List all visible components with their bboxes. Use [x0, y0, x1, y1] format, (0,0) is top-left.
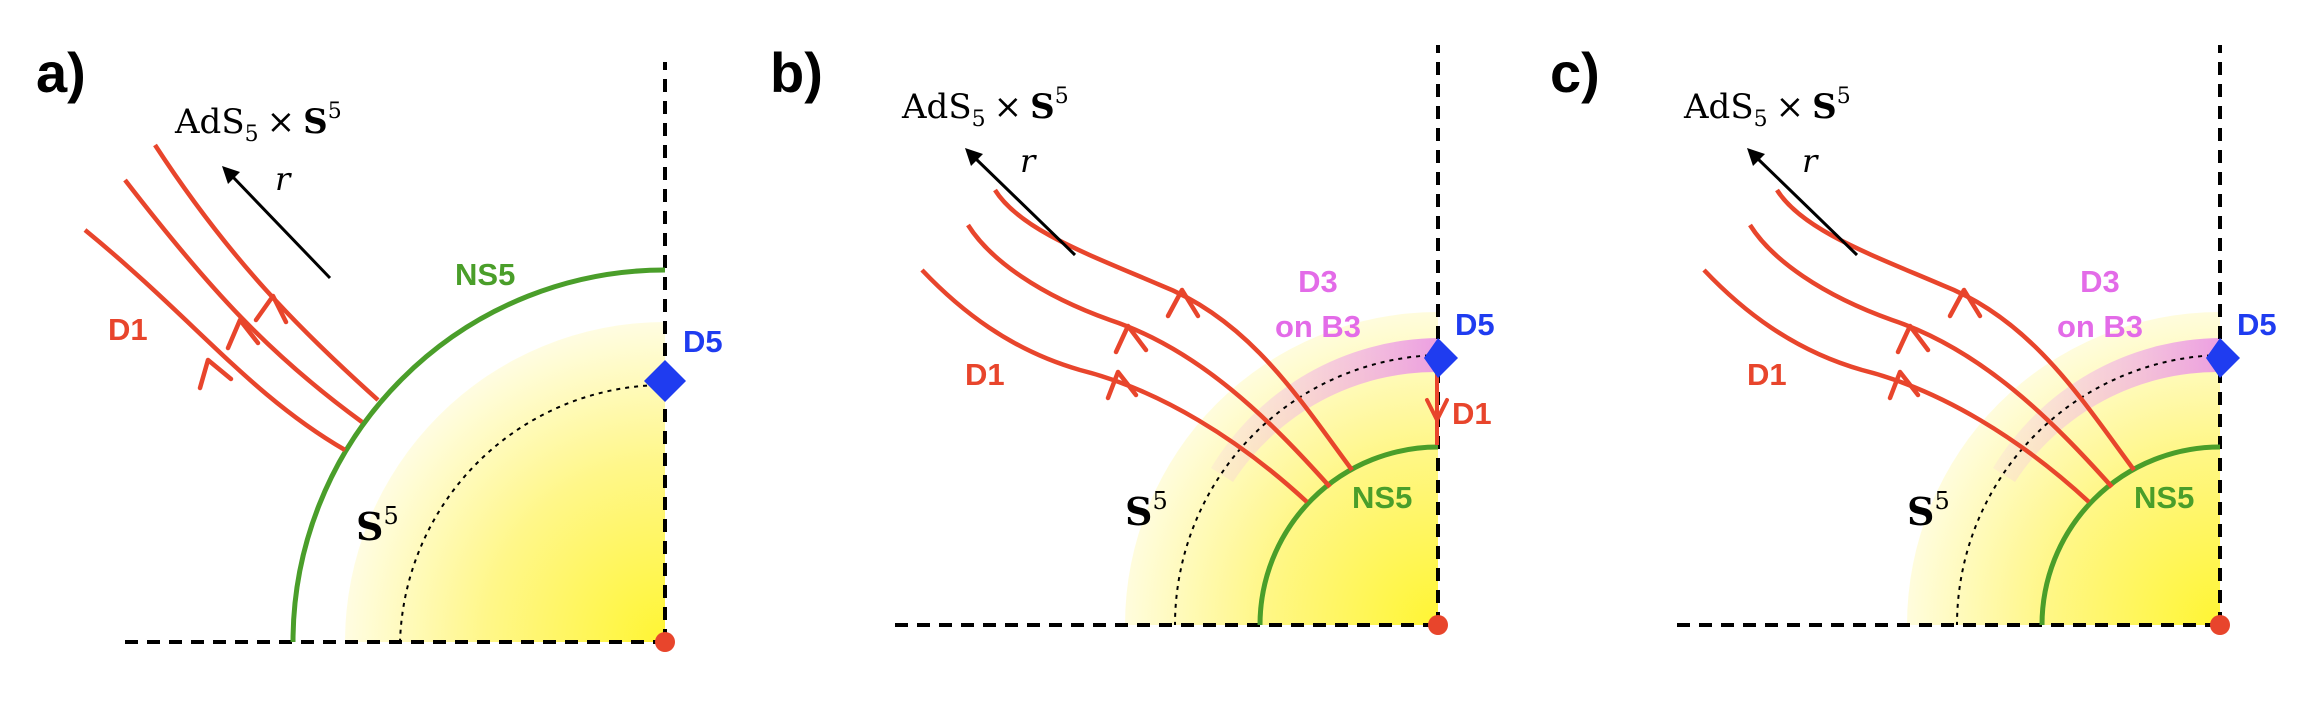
s5-label: S5: [1907, 487, 1950, 534]
r-label: r: [275, 160, 292, 198]
r-label: r: [1802, 142, 1819, 180]
d1-right-label: D1: [1452, 396, 1492, 431]
radial-arrow: [1755, 156, 1859, 257]
d1-string: [1748, 223, 2114, 489]
panel-c-letter: c): [1550, 41, 1600, 104]
d3-brane-band: [1993, 338, 2220, 482]
radial-arrow: [230, 174, 332, 280]
d1-vertical-arrowhead: [1425, 398, 1449, 425]
d1-string: [966, 223, 1332, 489]
d1-string: [1702, 268, 2091, 504]
d5-label: D5: [1455, 307, 1495, 342]
d1-arrowhead: [1105, 369, 1139, 401]
d1-label: D1: [1747, 357, 1787, 392]
d1-arrowhead: [1887, 369, 1921, 401]
ns5-label: NS5: [2134, 480, 2194, 515]
d1-arrowhead: [1895, 323, 1931, 355]
d1-string: [153, 143, 380, 402]
r-label: r: [1020, 142, 1037, 180]
d1-string: [1775, 188, 2136, 472]
d3-brane-band: [1211, 338, 1438, 482]
radial-arrow: [973, 156, 1077, 257]
ads5xs5-label: AdS5×S5: [901, 84, 1069, 132]
d1-arrowhead: [1113, 323, 1149, 355]
panel-c: c) AdS5×S5 r D1 NS5 D5 D3 on B3 S5: [1550, 41, 2277, 635]
s5-sphere-region: [1125, 312, 1438, 625]
s5-sphere-region: [345, 322, 665, 642]
ns5-label: NS5: [1352, 480, 1412, 515]
origin-dot: [655, 632, 675, 652]
d1-arrowhead: [197, 357, 234, 391]
s5-label: S5: [1125, 487, 1168, 534]
radial-arrowhead: [222, 166, 240, 184]
d1-arrowhead: [253, 293, 289, 325]
origin-dot: [2210, 615, 2230, 635]
ns5-brane-arc: [1257, 444, 1439, 626]
ns5-brane-arc: [2039, 444, 2221, 626]
d5-diamond: [1424, 338, 1458, 378]
s5-label: S5: [356, 502, 399, 549]
d1-arrowhead: [1947, 287, 1983, 319]
d3-label-line1: D3: [2080, 264, 2120, 299]
d5-label: D5: [2237, 307, 2277, 342]
d1-arrowhead: [1165, 287, 1201, 319]
origin-dot: [1428, 615, 1448, 635]
d5-diamond: [644, 360, 686, 402]
d3-dotted-arc: [1956, 354, 2221, 626]
d1-string: [123, 178, 364, 424]
ns5-label: NS5: [455, 257, 515, 292]
d3-label-line1: D3: [1298, 264, 1338, 299]
d3-label-line2: on B3: [2057, 309, 2143, 344]
d1-string: [83, 228, 347, 452]
d3-label-line2: on B3: [1275, 309, 1361, 344]
ns5-brane-arc: [290, 267, 666, 643]
d1-string: [920, 268, 1309, 504]
ads5xs5-label: AdS5×S5: [174, 99, 342, 147]
radial-arrowhead: [1747, 148, 1765, 166]
panel-a-letter: a): [36, 41, 86, 104]
d1-string: [993, 188, 1354, 472]
ads5xs5-label: AdS5×S5: [1683, 84, 1851, 132]
d1-label: D1: [108, 312, 148, 347]
d1-arrowhead: [225, 317, 261, 351]
d1-label: D1: [965, 357, 1005, 392]
panel-b-letter: b): [770, 41, 823, 104]
d5-diamond: [2206, 338, 2240, 378]
d3-dotted-arc: [1174, 354, 1439, 626]
radial-arrowhead: [965, 148, 983, 166]
panel-b: b) AdS5×S5 r D1 D1 NS5 D5 D3 on B3 S5: [770, 41, 1495, 635]
d5-label: D5: [683, 324, 723, 359]
panel-a: a) AdS5×S5 r D1 NS5 D5 S5: [36, 41, 723, 652]
s5-sphere-region: [1907, 312, 2220, 625]
